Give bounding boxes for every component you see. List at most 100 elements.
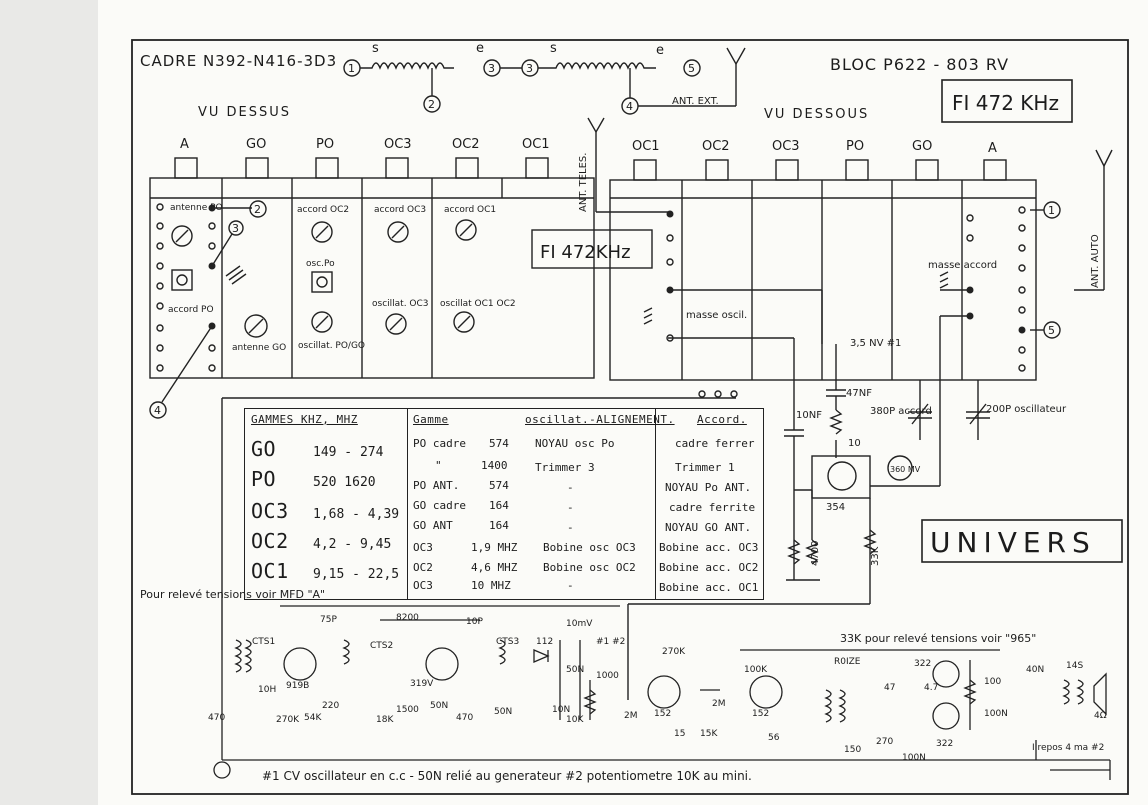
part-47: 47: [884, 683, 895, 693]
label-c47: 47NF: [846, 388, 872, 399]
row-accord: cadre ferrite: [669, 501, 756, 514]
left-tab-oc3: OC3: [384, 137, 412, 152]
row-gamme: ": [435, 459, 442, 472]
vu-dessous-label: VU DESSOUS: [764, 107, 869, 122]
part-roize: R0IZE: [834, 657, 861, 667]
ant-teles-label: ANT. TELES.: [578, 153, 589, 212]
part-50n: 50N: [566, 665, 584, 675]
label-accord-oc3: accord OC3: [374, 205, 426, 215]
right-tab-go: GO: [912, 139, 932, 154]
row-gamme: GO ANT: [413, 519, 453, 532]
row-oscil: -: [567, 501, 574, 514]
part-100n-b: 100N: [902, 753, 926, 763]
part-152b: 152: [752, 709, 769, 719]
row-gamme: OC3: [413, 541, 433, 554]
part-152a: 152: [654, 709, 671, 719]
label-r33k: 33K: [870, 546, 881, 566]
left-tab-a: A: [180, 137, 189, 152]
part-marks: #1 #2: [596, 637, 625, 647]
univers-label: UNIVERS: [930, 526, 1096, 559]
part-100k: 100K: [744, 665, 768, 675]
ant-auto-label: ANT. AUTO: [1090, 234, 1101, 288]
bloc-title: BLOC P622 - 803 RV: [830, 55, 1009, 74]
vu-dessus-label: VU DESSUS: [198, 105, 291, 120]
row-oscil: Trimmer 3: [535, 461, 595, 474]
right-tab-oc1: OC1: [632, 139, 660, 154]
coil-term-2: 2: [428, 98, 435, 111]
marker-1: 1: [1048, 204, 1055, 217]
gamme-range: 520 1620: [313, 475, 376, 490]
label-osc-po: osc.Po: [306, 259, 335, 269]
row-gamme: PO ANT.: [413, 479, 460, 492]
footer-note: #1 CV oscillateur en c.c - 50N relié au …: [262, 769, 752, 783]
right-tab-a: A: [988, 141, 997, 156]
row-accord: Bobine acc. OC1: [659, 581, 759, 594]
fi-center-frame: [531, 229, 653, 269]
right-tab-po: PO: [846, 139, 864, 154]
label-accord-oc1: accord OC1: [444, 205, 496, 215]
part-220: 220: [322, 701, 339, 711]
ant-teles-symbol: [587, 117, 668, 213]
row-accord: cadre ferrer: [675, 437, 755, 450]
row-freq: 574: [489, 437, 509, 450]
part-speaker: 4Ω: [1094, 711, 1107, 721]
row-freq: 1400: [481, 459, 508, 472]
row-oscil: -: [567, 521, 574, 534]
part-319v: 319V: [410, 679, 434, 689]
row-freq: 574: [489, 479, 509, 492]
row-accord: Trimmer 1: [675, 461, 735, 474]
coil-mark-s2: s: [550, 41, 557, 56]
part-40n: 40N: [1026, 665, 1044, 675]
table-divider-1: [407, 409, 408, 599]
part-470-b: 470: [456, 713, 473, 723]
row-oscil: -: [567, 481, 574, 494]
table-header-gammes: GAMMES KHZ, MHZ: [251, 413, 358, 426]
right-tab-oc2: OC2: [702, 139, 730, 154]
part-100n: 100N: [984, 709, 1008, 719]
label-oscillat-oc3: oscillat. OC3: [372, 299, 429, 309]
part-10k: 10K: [566, 715, 584, 725]
row-oscil: NOYAU osc Po: [535, 437, 615, 450]
table-divider-2: [655, 409, 656, 599]
row-gamme: OC2: [413, 561, 433, 574]
gamme-name: GO: [251, 437, 277, 461]
coil-mark-e1: e: [476, 41, 484, 56]
part-15k: 15K: [700, 729, 718, 739]
part-112: 112: [536, 637, 553, 647]
releve-right-note: 33K pour relevé tensions voir "965": [840, 632, 1036, 645]
part-322b: 322: [936, 739, 953, 749]
label-antenne-go: antenne GO: [232, 343, 286, 353]
part-cts2: CTS2: [370, 641, 393, 651]
part-irepos: I repos 4 ma #2: [1032, 743, 1104, 753]
left-tab-oc2: OC2: [452, 137, 480, 152]
marker-3: 3: [232, 222, 239, 235]
part-cts3: CTS3: [496, 637, 519, 647]
row-gamme: OC3: [413, 579, 433, 592]
part-15: 15: [674, 729, 685, 739]
part-10h: 10H: [258, 685, 276, 695]
alignment-table: GAMMES KHZ, MHZ Gamme oscillat.-ALIGNEME…: [244, 408, 764, 600]
part-10n: 10N: [552, 705, 570, 715]
releve-left-note: Pour relevé tensions voir MFD "A": [140, 588, 325, 601]
part-10mv: 10mV: [566, 619, 593, 629]
row-gamme: PO cadre: [413, 437, 466, 450]
paper-sheet: [98, 0, 1148, 805]
gamme-range: 4,2 - 9,45: [313, 537, 392, 552]
label-oscillat-po-go: oscillat. PO/GO: [298, 341, 365, 351]
label-360mv: 360 MV: [890, 465, 921, 474]
gamme-name: OC2: [251, 529, 289, 553]
label-c200: 200P oscillateur: [986, 404, 1067, 415]
label-accord-po: accord PO: [168, 305, 214, 315]
row-accord: NOYAU GO ANT.: [665, 521, 752, 534]
part-75p: 75P: [320, 615, 337, 625]
gamme-range: 9,15 - 22,5: [313, 567, 400, 582]
right-block: [609, 149, 1113, 486]
part-cts1: CTS1: [252, 637, 275, 647]
label-accord-oc2: accord OC2: [297, 205, 349, 215]
table-header-accord: Accord.: [697, 413, 747, 426]
row-freq: 1,9 MHZ: [471, 541, 518, 554]
gamme-range: 149 - 274: [313, 445, 384, 460]
outer-frame: [131, 39, 1129, 795]
part-8200: 8200: [396, 613, 419, 623]
